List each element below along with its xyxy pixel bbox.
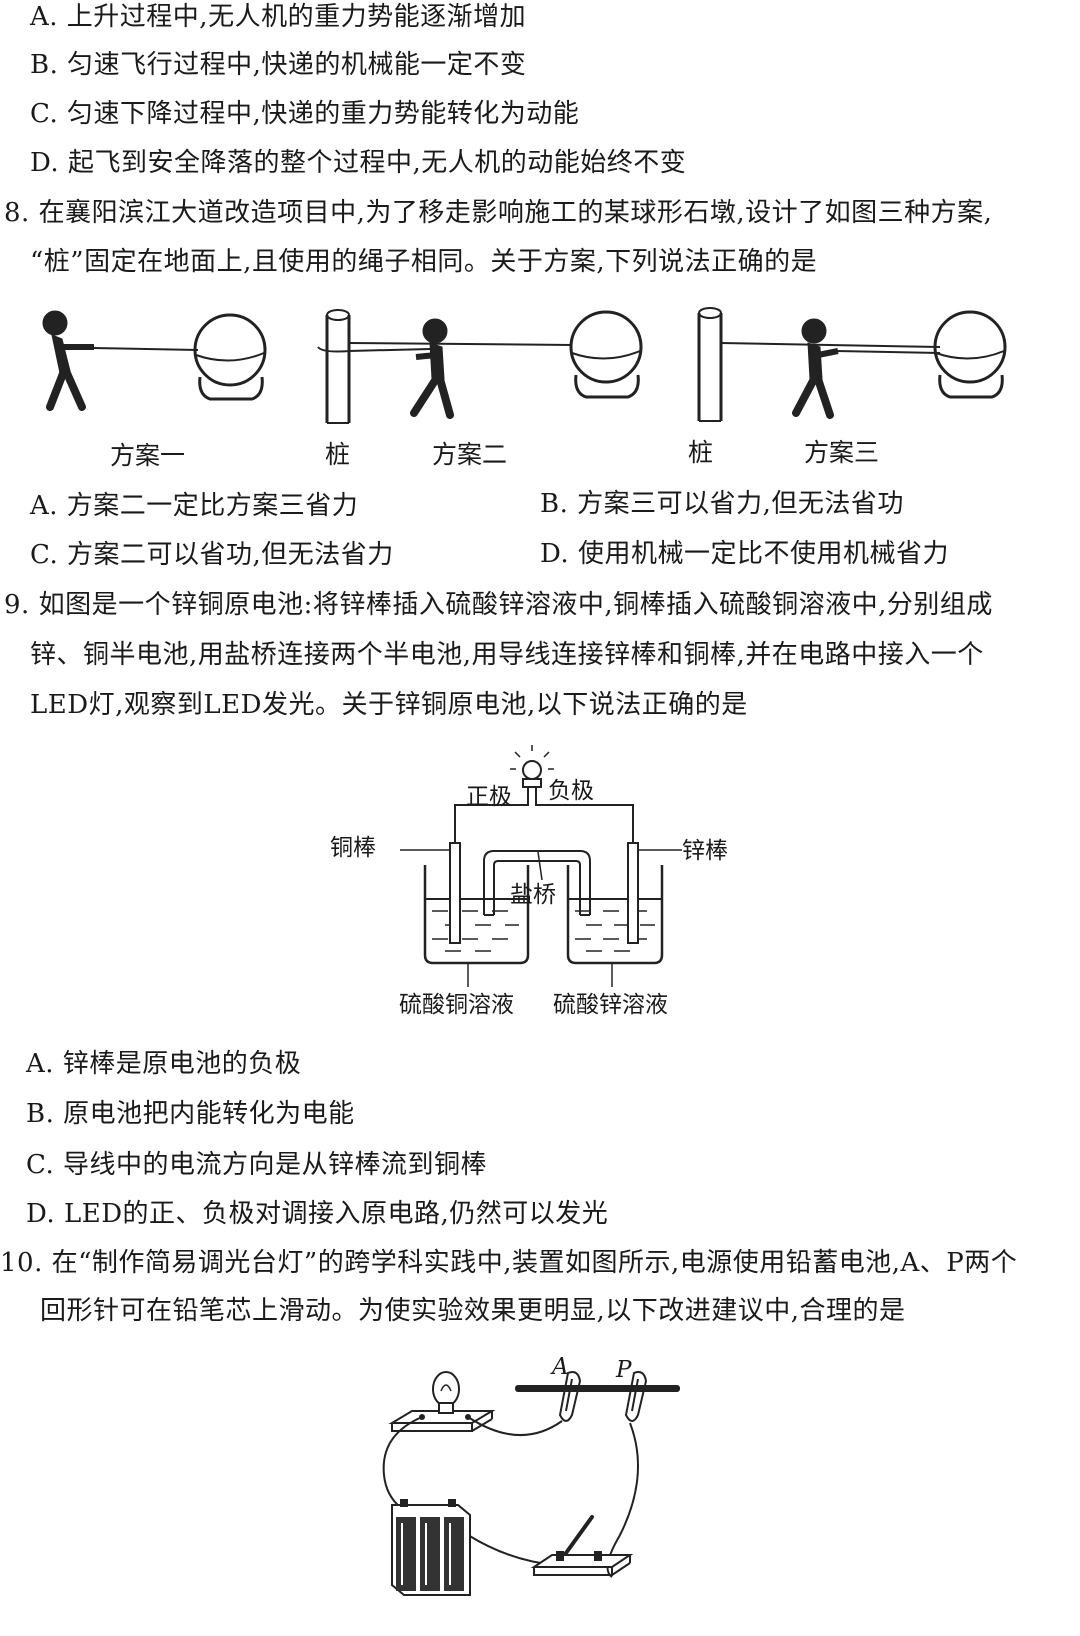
q9-stem-line2: 锌、铜半电池,用盐桥连接两个半电池,用导线连接锌棒和铜棒,并在电路中接入一个 <box>30 640 984 670</box>
switch-icon <box>530 1515 634 1576</box>
left-beaker <box>423 865 530 965</box>
stone-ball-icon <box>569 310 643 399</box>
caption-plan3: 方案三 <box>804 438 880 467</box>
plan3-drawing <box>697 307 1007 422</box>
pencil-lead <box>515 1385 680 1392</box>
pile-icon <box>697 307 723 422</box>
label-clip-p: P <box>616 1357 632 1383</box>
led-icon <box>510 745 554 797</box>
q8-stem-line1: 8. 在襄阳滨江大道改造项目中,为了移走影响施工的某球形石墩,设计了如图三种方案… <box>4 198 993 228</box>
q7-option-c: C. 匀速下降过程中,快递的重力势能转化为动能 <box>30 99 580 129</box>
stone-ball-icon <box>193 313 267 401</box>
pile-icon <box>325 309 351 424</box>
label-znso4: 硫酸锌溶液 <box>553 992 668 1018</box>
q9-cell-diagram <box>400 745 682 987</box>
person-icon <box>792 318 839 419</box>
copper-rod <box>449 842 461 944</box>
q9-stem-line1: 9. 如图是一个锌铜原电池:将锌棒插入硫酸锌溶液中,铜棒插入硫酸铜溶液中,分别组… <box>4 590 993 620</box>
person-icon <box>42 310 94 411</box>
label-clip-a: A <box>552 1354 569 1380</box>
label-zinc-rod: 锌棒 <box>682 838 728 864</box>
label-cuso4: 硫酸铜溶液 <box>399 992 514 1018</box>
q9-option-d: D. LED的正、负极对调接入原电路,仍然可以发光 <box>26 1199 609 1229</box>
clip-a-icon <box>558 1371 582 1422</box>
q9-option-c: C. 导线中的电流方向是从锌棒流到铜棒 <box>26 1150 487 1180</box>
zinc-rod <box>627 842 639 944</box>
q8-option-b: B. 方案三可以省力,但无法省功 <box>540 489 904 519</box>
plan1-drawing <box>42 310 267 411</box>
caption-plan1: 方案一 <box>110 441 186 470</box>
q8-figure <box>42 307 1007 424</box>
label-copper-rod: 铜棒 <box>330 835 376 861</box>
caption-pile1: 桩 <box>325 440 351 469</box>
label-salt-bridge: 盐桥 <box>510 882 556 908</box>
q9-option-a: A. 锌棒是原电池的负极 <box>26 1049 302 1079</box>
q8-option-d: D. 使用机械一定比不使用机械省力 <box>540 539 949 569</box>
label-negative: 负极 <box>548 778 594 804</box>
q10-circuit-diagram <box>382 1371 680 1596</box>
wire <box>454 797 634 845</box>
stone-ball-icon <box>933 310 1007 399</box>
caption-plan2: 方案二 <box>432 440 508 469</box>
q7-option-b: B. 匀速飞行过程中,快递的机械能一定不变 <box>30 50 527 80</box>
q10-stem-line2: 回形针可在铅笔芯上滑动。为使实验效果更明显,以下改进建议中,合理的是 <box>40 1296 906 1326</box>
clip-p-icon <box>624 1371 648 1422</box>
q10-stem-line1: 10. 在“制作简易调光台灯”的跨学科实践中,装置如图所示,电源使用铅蓄电池,A… <box>0 1248 1018 1278</box>
person-icon <box>410 318 454 419</box>
plan2-drawing <box>317 309 643 424</box>
q9-stem-line3: LED灯,观察到LED发光。关于锌铜原电池,以下说法正确的是 <box>30 690 748 720</box>
salt-bridge <box>483 850 591 916</box>
caption-pile2: 桩 <box>688 438 714 467</box>
q7-option-d: D. 起飞到安全降落的整个过程中,无人机的动能始终不变 <box>30 148 687 178</box>
battery-icon <box>391 1499 471 1596</box>
q7-option-a: A. 上升过程中,无人机的重力势能逐渐增加 <box>30 2 527 32</box>
label-positive: 正极 <box>466 784 512 810</box>
q8-stem-line2: “桩”固定在地面上,且使用的绳子相同。关于方案,下列说法正确的是 <box>30 247 818 277</box>
q9-option-b: B. 原电池把内能转化为电能 <box>26 1099 355 1129</box>
q8-option-c: C. 方案二可以省功,但无法省力 <box>30 540 394 570</box>
q8-option-a: A. 方案二一定比方案三省力 <box>30 491 359 521</box>
